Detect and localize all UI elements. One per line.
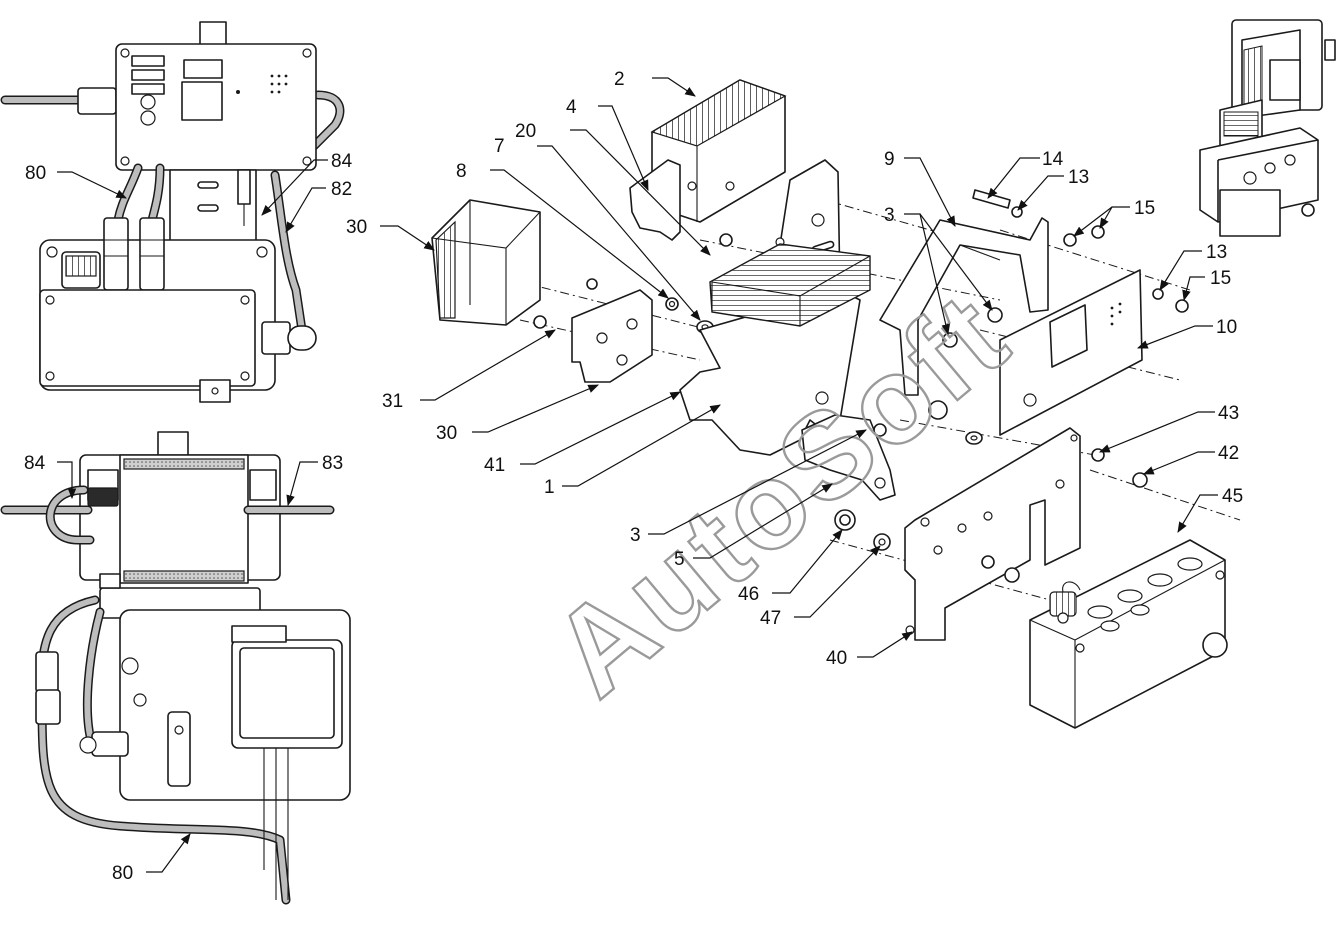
callout-47: 47: [760, 608, 781, 629]
callout-30-lower: 30: [436, 423, 457, 444]
callout-20: 20: [515, 121, 536, 142]
callout-84-lower: 84: [24, 453, 46, 474]
callout-84: 84: [331, 151, 353, 172]
part-41-bracket: [571, 289, 653, 383]
top-right-assembled-view: [1199, 19, 1336, 237]
callout-15-lower: 15: [1210, 268, 1231, 289]
top-left-assembly-view: [0, 21, 345, 403]
callout-41: 41: [484, 455, 505, 476]
callout-13-lower: 13: [1206, 242, 1227, 263]
callout-8: 8: [456, 161, 467, 182]
callout-82: 82: [331, 179, 352, 200]
part-9-bracket: [879, 217, 1049, 396]
callout-10: 10: [1216, 317, 1237, 338]
callout-5: 5: [674, 549, 685, 570]
callout-labels: 2 4 20 7 8 30 31 30 41 1 3 5 46 47 40 9 …: [24, 69, 1243, 884]
callout-14: 14: [1042, 149, 1064, 170]
callout-80: 80: [25, 163, 46, 184]
callout-3-right: 3: [884, 205, 895, 226]
callout-15: 15: [1134, 198, 1155, 219]
callout-80-lower: 80: [112, 863, 133, 884]
callout-30: 30: [346, 217, 367, 238]
exploded-view: [431, 79, 1241, 729]
callout-9: 9: [884, 149, 895, 170]
callout-45: 45: [1222, 486, 1243, 507]
callout-46: 46: [738, 584, 759, 605]
leader-lines: [57, 77, 1218, 873]
part-40-plate: [904, 427, 1081, 641]
callout-1: 1: [544, 477, 555, 498]
bottom-left-assembly-view: [0, 431, 351, 905]
part-5-bracket: [801, 414, 896, 501]
callout-2: 2: [614, 69, 625, 90]
callout-7: 7: [494, 136, 505, 157]
part-1-main-plate: [679, 159, 861, 456]
callout-42: 42: [1218, 443, 1239, 464]
callout-43: 43: [1218, 403, 1239, 424]
bottom-left-module: [119, 454, 249, 584]
callout-4: 4: [566, 97, 577, 118]
callout-40: 40: [826, 648, 847, 669]
top-left-control-box: [39, 289, 256, 387]
callout-31: 31: [382, 391, 403, 412]
callout-83: 83: [322, 453, 343, 474]
callout-3: 3: [630, 525, 641, 546]
callout-13: 13: [1068, 167, 1089, 188]
